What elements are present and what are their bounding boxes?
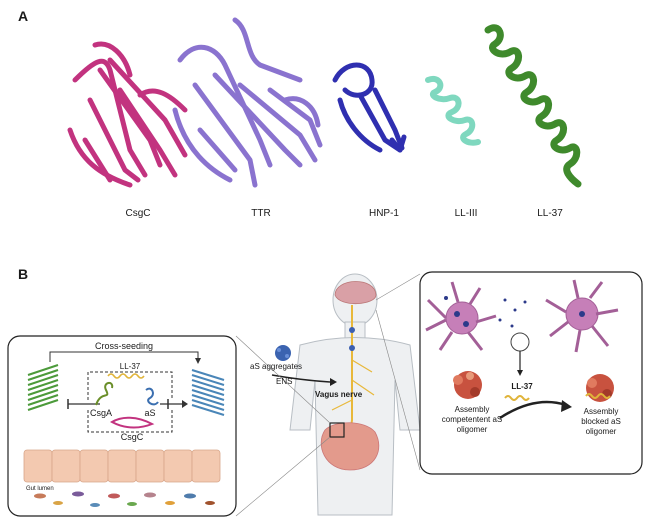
assembly-blocked-line-1: Assembly [583,407,619,416]
hnp1-structure [332,62,407,153]
intestine [320,422,380,471]
neuron-left [425,281,497,351]
protein-label-csgc: CsgC [125,208,151,219]
csga-label: CsgA [89,408,113,418]
csgc-small [109,416,155,429]
csgc-structure [67,41,188,188]
zoom-box [329,422,345,438]
lliii-structure [425,75,481,146]
panel-b-letter: B [18,266,29,282]
assembly-blocked-line-3: oligomer [585,427,617,436]
ens-label: ENS [276,377,293,386]
as-aggregate-cluster [275,345,291,361]
csga-fibril [27,364,59,411]
vagus-nerve-label: Vagus nerve [315,390,363,399]
protein-label-ll37: LL-37 [537,208,563,219]
assembly-competent-line-3: oligomer [456,425,488,434]
csgc-gut-label: CsgC [120,432,144,442]
as-fibril [191,369,225,416]
brain [334,281,377,305]
as-gut-label: aS [144,408,156,418]
protein-label-hnp1: HNP-1 [368,208,400,219]
ll37-structure [484,24,582,188]
competent-oligomer [453,371,482,399]
assembly-competent-line-2: competentent aS [441,415,503,424]
cross-seeding-bracket [49,351,199,362]
assembly-competent-line-1: Assembly [454,405,490,414]
protein-label-lliii: LL-III [454,208,478,219]
assembly-blocked-label: Assembly blocked aS oligomer [581,407,621,437]
assembly-competent-label: Assembly competentent aS oligomer [442,405,502,435]
ll37-gut-label: LL-37 [119,362,141,371]
assembly-blocked-line-2: blocked aS [581,417,621,426]
ll37-brain-label: LL-37 [511,382,533,391]
protein-label-ttr: TTR [251,208,271,219]
synapse-dots [498,298,527,328]
gut-lumen-label: Gut lumen [26,486,54,492]
csga-monomer [95,382,114,406]
blocked-oligomer [585,374,614,402]
ttr-structure [172,17,323,188]
as-monomer [145,387,159,406]
ll37-small-helix [107,373,145,379]
brain-panel-border [419,271,643,475]
blocking-arrow [499,400,567,420]
ens-arrow [271,374,331,383]
gut-bacteria [34,491,215,507]
panel-a-letter: A [18,8,29,24]
cross-seeding-label: Cross-seeding [94,341,154,351]
as-aggregates-label: aS aggregates [250,362,303,371]
epithelium [23,449,221,483]
inhibition-loop-top [87,371,173,400]
inhibition-loop-bottom [87,410,173,433]
